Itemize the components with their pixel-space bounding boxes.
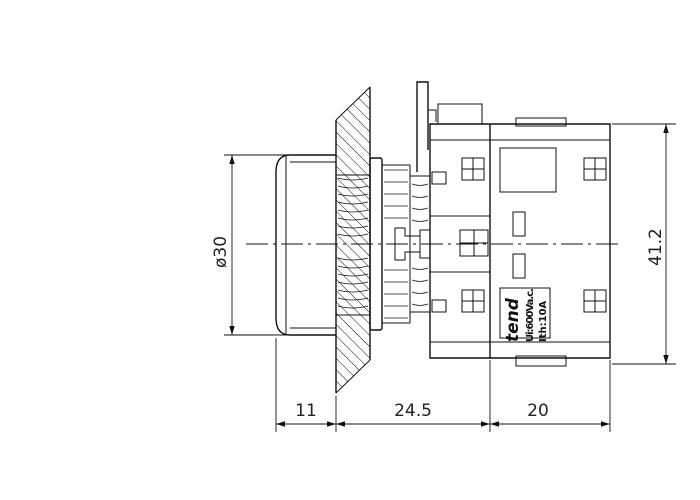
length-label-11: 11: [295, 401, 317, 421]
voltage-rating: Ui:600Va.c.: [525, 288, 536, 342]
length-label-20: 20: [527, 401, 549, 421]
current-rating: Ith:10A: [538, 300, 549, 342]
button-head: [275, 154, 336, 336]
length-dimensions: [275, 338, 611, 432]
diameter-dimension: [224, 154, 290, 336]
brand-logo: tend: [503, 297, 523, 342]
length-label-24-5: 24.5: [394, 401, 432, 421]
height-dimension: [612, 123, 676, 365]
contact-block: tend Ui:600Va.c. Ith:10A: [429, 117, 611, 367]
height-label: 41.2: [646, 228, 666, 266]
mounting-panel: [335, 86, 371, 394]
diameter-label: ø30: [211, 236, 231, 268]
